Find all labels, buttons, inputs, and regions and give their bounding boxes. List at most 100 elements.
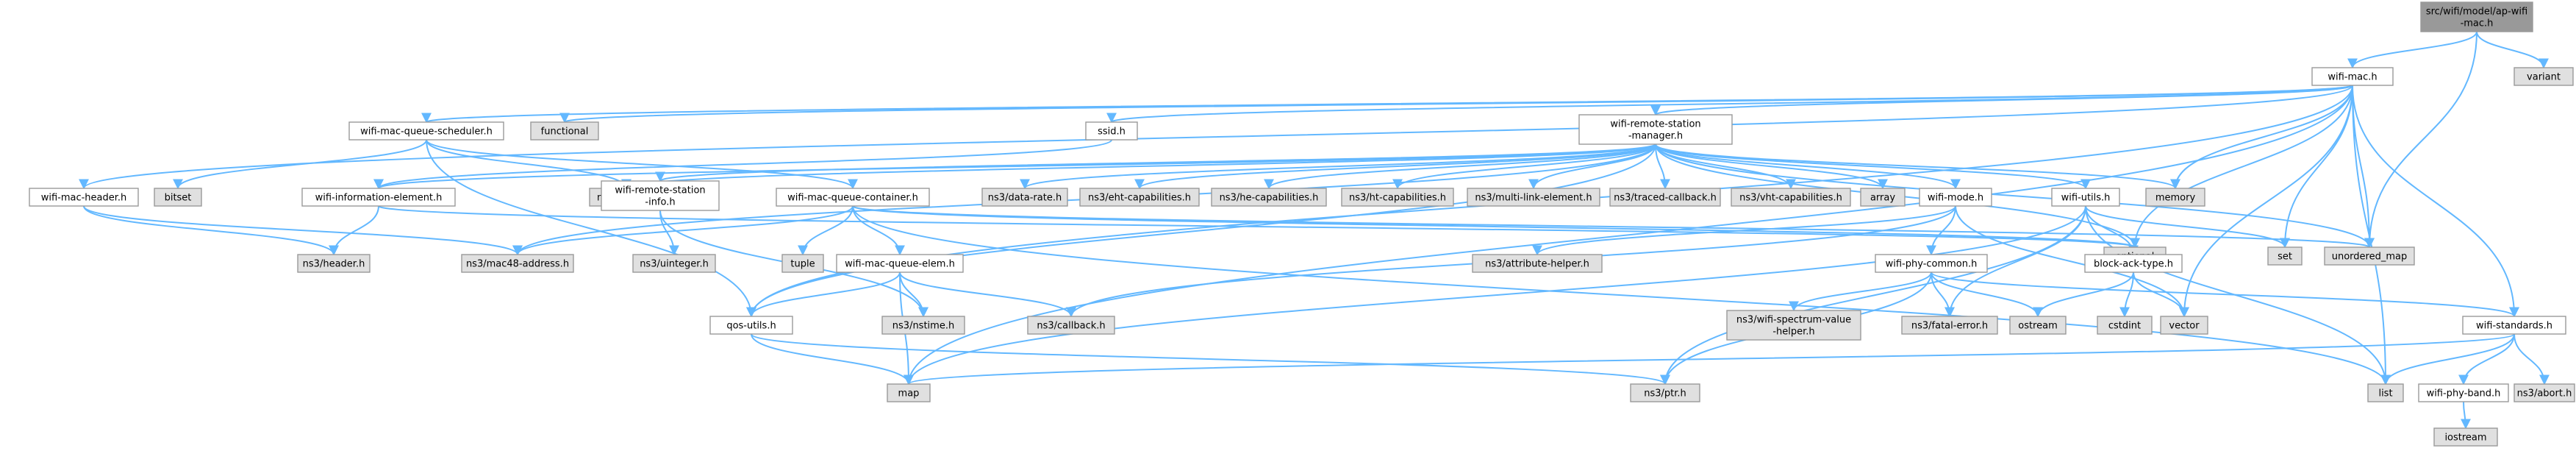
node-map: map <box>887 383 931 402</box>
node-label: functional <box>541 127 589 138</box>
edge-qos_utils-to-map <box>751 333 914 386</box>
node-ns3-uinteger: ns3/uinteger.h <box>632 254 716 273</box>
edges-layer <box>79 31 2550 430</box>
node-variant: variant <box>2514 67 2574 86</box>
node-ns3-nstime: ns3/nstime.h <box>881 316 965 335</box>
edge-wifi_mac_queue_elem-to-qos_utils <box>746 271 901 318</box>
node-box <box>1731 188 1851 207</box>
node-label: array <box>1870 193 1895 204</box>
node-wifi-phy-band[interactable]: wifi-phy-band.h <box>2418 383 2509 402</box>
node-label: ns3/vht-capabilities.h <box>1739 193 1842 204</box>
node-label: src/wifi/model/ap-wifi <box>2426 7 2527 18</box>
node-wifi-mode[interactable]: wifi-mode.h <box>1919 188 1992 207</box>
edge-wifi_standards-to-list <box>2380 333 2515 386</box>
node-root[interactable]: src/wifi/model/ap-wifi-mac.h <box>2420 1 2533 32</box>
node-box <box>301 188 456 207</box>
edge-wifi_phy_common-to-ns3_wifi_spectrum_value_helper <box>1789 271 1932 312</box>
edge-block_ack_type-to-cstdint <box>2119 271 2134 318</box>
node-qos-utils[interactable]: qos-utils.h <box>709 316 793 335</box>
node-wifi-standards[interactable]: wifi-standards.h <box>2462 316 2566 335</box>
node-wifi-mac-queue-scheduler[interactable]: wifi-mac-queue-scheduler.h <box>348 121 504 141</box>
edge-wifi_mac-to-wifi_mac_queue_scheduler <box>422 85 2353 124</box>
node-label: ns3/traced-callback.h <box>1614 193 1717 204</box>
node-label: ns3/nstime.h <box>892 321 954 332</box>
edge-wifi_mac_queue_elem-to-ns3_callback <box>899 271 1076 318</box>
node-label: ns3/ptr.h <box>1644 388 1686 399</box>
node-box <box>348 121 504 141</box>
edge-block_ack_type-to-vector <box>2133 271 2189 318</box>
node-box <box>1901 316 1998 335</box>
node-label: wifi-utils.h <box>2061 193 2111 204</box>
node-ns3-fatal-error: ns3/fatal-error.h <box>1901 316 1998 335</box>
node-block-ack-type[interactable]: block-ack-type.h <box>2084 254 2183 273</box>
node-label: wifi-mac-queue-scheduler.h <box>360 127 493 138</box>
node-wifi-mac-queue-elem[interactable]: wifi-mac-queue-elem.h <box>836 254 964 273</box>
node-box <box>2009 316 2067 335</box>
node-wifi-mac-queue-container[interactable]: wifi-mac-queue-container.h <box>776 188 930 207</box>
node-label: ns3/ht-capabilities.h <box>1349 193 1446 204</box>
edge-wifi_mac-to-wifi_standards <box>2352 85 2519 318</box>
node-ns3-eht-cap: ns3/eht-capabilities.h <box>1079 188 1200 207</box>
node-box <box>2462 316 2566 335</box>
edge-wifi_mode-to-vector <box>1955 205 2189 318</box>
node-box <box>1578 114 1733 145</box>
edge-wifi_remote_station_manager-to-ns3_traced_callback <box>1655 143 1670 190</box>
edge-wifi_mac-to-wifi_mac_header <box>79 85 2353 190</box>
edge-wifi_mac_queue_container-to-wifi_mac_queue_elem <box>852 205 905 256</box>
node-box <box>1919 188 1992 207</box>
edge-wifi_mac_queue_scheduler-to-qos_utils <box>426 139 756 318</box>
edge-block_ack_type-to-ostream <box>2033 271 2134 318</box>
node-label: unordered_map <box>2332 252 2408 263</box>
node-box <box>461 254 574 273</box>
node-label: cstdint <box>2108 321 2141 332</box>
node-wifi-mac-header[interactable]: wifi-mac-header.h <box>29 188 139 207</box>
node-box <box>2420 1 2533 32</box>
node-ns3-attribute-helper: ns3/attribute-helper.h <box>1472 254 1603 273</box>
node-box <box>2324 246 2415 266</box>
edge-wifi_mac_queue_scheduler-to-wifi_mac_queue_container <box>426 139 858 190</box>
edge-wifi_utils-to-ns3_ptr <box>1660 205 2086 386</box>
edge-root-to-unordered_map <box>2364 31 2477 249</box>
node-box <box>1472 254 1603 273</box>
edge-wifi_phy_band-to-iostream <box>2460 401 2471 430</box>
node-box <box>2514 383 2575 402</box>
node-label: list <box>2378 388 2392 399</box>
node-label: -mac.h <box>2461 18 2494 29</box>
edge-wifi_mode-to-ns3_attribute_helper <box>1532 205 1956 256</box>
node-label: wifi-mac-queue-elem.h <box>845 259 955 270</box>
node-box <box>709 316 793 335</box>
edge-wifi_standards-to-ns3_abort <box>2514 333 2550 386</box>
edge-wifi_utils-to-map <box>904 205 2086 386</box>
node-wifi-utils[interactable]: wifi-utils.h <box>2051 188 2120 207</box>
edge-wifi_phy_common-to-ns3_fatal_error <box>1931 271 1955 318</box>
node-box <box>601 180 720 211</box>
edge-wifi_mac_queue_container-to-ns3_mac48 <box>512 205 854 256</box>
node-wifi-mac[interactable]: wifi-mac.h <box>2311 67 2394 86</box>
node-wifi-remote-station-manager[interactable]: wifi-remote-station-manager.h <box>1578 114 1733 145</box>
node-ns3-data-rate: ns3/data-rate.h <box>981 188 1068 207</box>
node-wifi-phy-common[interactable]: wifi-phy-common.h <box>1875 254 1988 273</box>
node-label: ssid.h <box>1098 127 1126 138</box>
node-box <box>2367 383 2404 402</box>
edge-wifi_mac_queue_scheduler-to-bitset <box>173 139 427 190</box>
edge-wifi_mac_header-to-ns3_mac48 <box>83 205 523 256</box>
node-label: qos-utils.h <box>726 321 776 332</box>
node-label: -info.h <box>645 197 675 208</box>
edge-wifi_remote_station_manager-to-qos_utils <box>746 143 1656 318</box>
node-label: wifi-remote-station <box>615 185 705 196</box>
node-box <box>981 188 1068 207</box>
node-ssid[interactable]: ssid.h <box>1085 121 1138 141</box>
node-box <box>2097 316 2153 335</box>
node-wifi-remote-station-info[interactable]: wifi-remote-station-info.h <box>601 180 720 211</box>
node-label: wifi-remote-station <box>1610 119 1700 130</box>
node-box <box>1630 383 1700 402</box>
node-label: block-ack-type.h <box>2094 259 2173 270</box>
node-wifi-information-element[interactable]: wifi-information-element.h <box>301 188 456 207</box>
node-box <box>1341 188 1454 207</box>
node-label: wifi-standards.h <box>2476 321 2552 332</box>
node-box <box>2084 254 2183 273</box>
edge-wifi_remote_station_manager-to-ns3_he_cap <box>1264 143 1656 190</box>
edge-wifi_remote_station_manager-to-ns3_eht_cap <box>1134 143 1656 190</box>
edge-wifi_remote_station_manager-to-wifi_remote_station_info <box>655 143 1656 182</box>
